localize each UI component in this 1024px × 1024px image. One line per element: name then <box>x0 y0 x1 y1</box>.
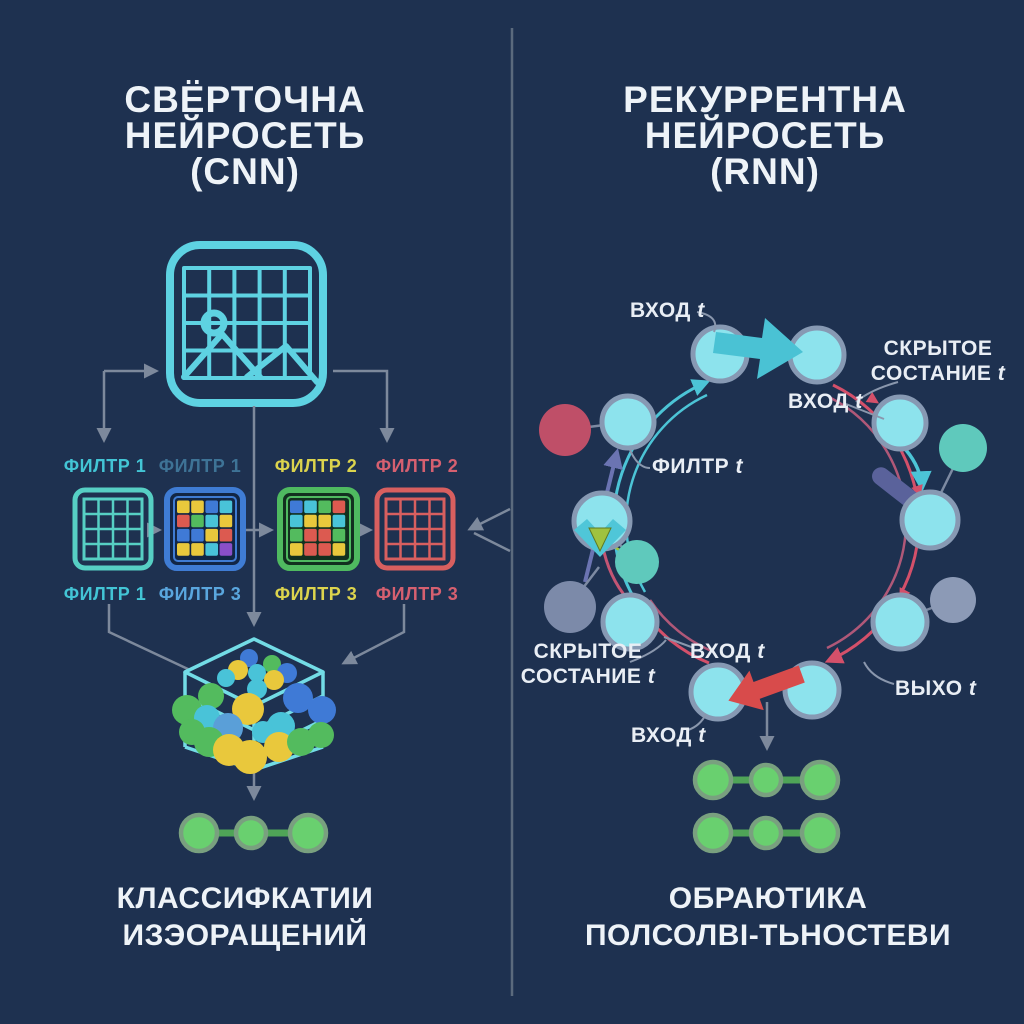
cnn-title: СВЁРТОЧНА НЕЙРОСЕТЬ (CNN) <box>15 79 475 192</box>
filter-label-top-1: ФИЛТР 1 <box>63 456 147 476</box>
filter-label-top-2: ФИЛТР 1 <box>158 456 242 476</box>
filter-label-bottom-2: ФИЛТР 3 <box>158 584 242 604</box>
big-cyan-arrow <box>713 318 803 379</box>
output-nodes-left <box>178 812 329 854</box>
rnn-caption: ОБРАЮТИКА ПОЛСОЛВІ-ТЬНОСТЕВИ <box>540 880 996 954</box>
cnn-caption-line2: ИЗЭОРАЩЕНИЙ <box>122 919 368 952</box>
sequence-nodes-right <box>692 759 841 854</box>
label-input-mid: ВХОД t <box>690 640 765 663</box>
cnn-title-line2: НЕЙРОСЕТЬ <box>124 115 366 156</box>
rnn-title-line3: (RNN) <box>710 151 820 192</box>
stack-dots <box>172 649 336 774</box>
satellite-node-slate-left <box>544 581 596 633</box>
label-input-right: ВХОД t <box>788 390 863 413</box>
cnn-caption: КЛАССИФКАТИИ ИЗЭОРАЩЕНИЙ <box>15 880 475 954</box>
label-input-top: ВХОД t <box>630 299 705 322</box>
rnn-title-line2: НЕЙРОСЕТЬ <box>644 115 886 156</box>
image-icon <box>166 241 327 407</box>
cnn-title-line3: (CNN) <box>190 151 300 192</box>
cnn-connector-arrows <box>96 363 511 801</box>
satellite-node-teal-right <box>939 424 987 472</box>
filter-grid-1 <box>75 490 151 568</box>
rnn-title-line1: РЕКУРРЕНТНА <box>623 79 907 120</box>
big-red-arrow <box>728 665 805 711</box>
label-hidden-state-left: СКРЫТОЕ СОСТАНИЕ t <box>520 640 656 688</box>
filter-grid-3-colored <box>277 487 360 571</box>
label-filter-t: ФИЛТР t <box>652 455 743 478</box>
label-pointers <box>629 311 899 731</box>
filter-label-bottom-1: ФИЛТР 1 <box>63 584 147 604</box>
filter-label-bottom-4: ФИЛТР 3 <box>375 584 459 604</box>
satellite-node-slate-right <box>930 577 976 623</box>
yellow-triangle <box>588 527 612 553</box>
satellite-node-red <box>539 404 591 456</box>
filter-grid-4 <box>377 490 453 568</box>
filter-label-bottom-3: ФИЛТР 3 <box>274 584 358 604</box>
satellite-node-teal-left <box>615 540 659 584</box>
cnn-caption-line1: КЛАССИФКАТИИ <box>116 882 374 915</box>
filter-label-top-4: ФИЛТР 2 <box>375 456 459 476</box>
label-output-t: ВЫХО t <box>895 677 977 700</box>
rnn-caption-line2: ПОЛСОЛВІ-ТЬНОСТЕВИ <box>584 919 952 952</box>
filter-label-top-3: ФИЛТР 2 <box>274 456 358 476</box>
cnn-title-line1: СВЁРТОЧНА <box>124 79 366 120</box>
filter-grid-2-colored <box>164 487 246 571</box>
rnn-title: РЕКУРРЕНТНА НЕЙРОСЕТЬ (RNN) <box>535 79 995 192</box>
rnn-caption-line1: ОБРАЮТИКА <box>668 882 868 915</box>
label-hidden-state-right: СКРЫТОЕ СОСТАНИЕ t <box>870 337 1006 385</box>
label-input-bottom: ВХОД t <box>631 724 706 747</box>
